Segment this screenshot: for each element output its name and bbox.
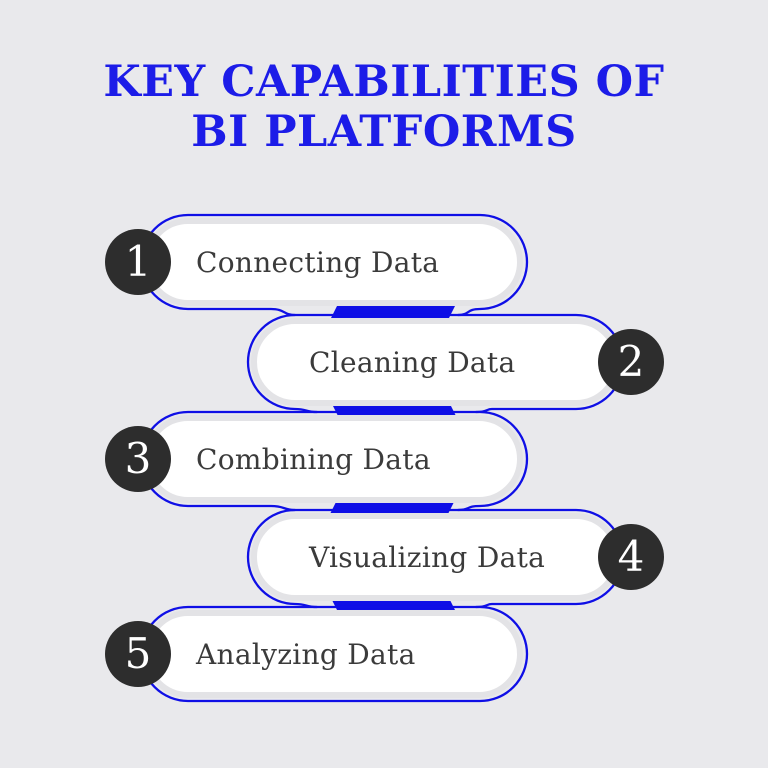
- pill-label-2: Cleaning Data: [309, 345, 516, 379]
- pill-label-4: Visualizing Data: [309, 540, 546, 574]
- step-number-2: 2: [617, 337, 645, 386]
- step-badge-5: 5: [105, 621, 171, 687]
- step-badge-4: 4: [598, 524, 664, 590]
- step-number-3: 3: [124, 434, 152, 483]
- outline-pill-3: [139, 410, 529, 512]
- outline-pill-2: [246, 313, 625, 414]
- pill-connecting-data: Connecting Data: [144, 218, 523, 306]
- step-number-4: 4: [617, 532, 645, 581]
- step-badge-2: 2: [598, 329, 664, 395]
- step-number-5: 5: [124, 629, 152, 678]
- step-badge-3: 3: [105, 426, 171, 492]
- page-title: KEY CAPABILITIES OF BI PLATFORMS: [0, 57, 768, 158]
- pill-visualizing-data: Visualizing Data: [251, 513, 620, 601]
- step-number-1: 1: [124, 237, 152, 286]
- pill-label-3: Combining Data: [196, 442, 431, 476]
- page-title-line-2: BI PLATFORMS: [191, 106, 577, 157]
- step-badge-1: 1: [105, 229, 171, 295]
- pill-combining-data: Combining Data: [144, 415, 523, 503]
- pill-label-5: Analyzing Data: [196, 637, 416, 671]
- outline-pill-4: [246, 508, 625, 609]
- pill-analyzing-data: Analyzing Data: [144, 610, 523, 698]
- pill-cleaning-data: Cleaning Data: [251, 318, 620, 406]
- outline-pill-1: [139, 213, 529, 317]
- page-title-line-1: KEY CAPABILITIES OF: [103, 57, 665, 107]
- pill-label-1: Connecting Data: [196, 245, 440, 279]
